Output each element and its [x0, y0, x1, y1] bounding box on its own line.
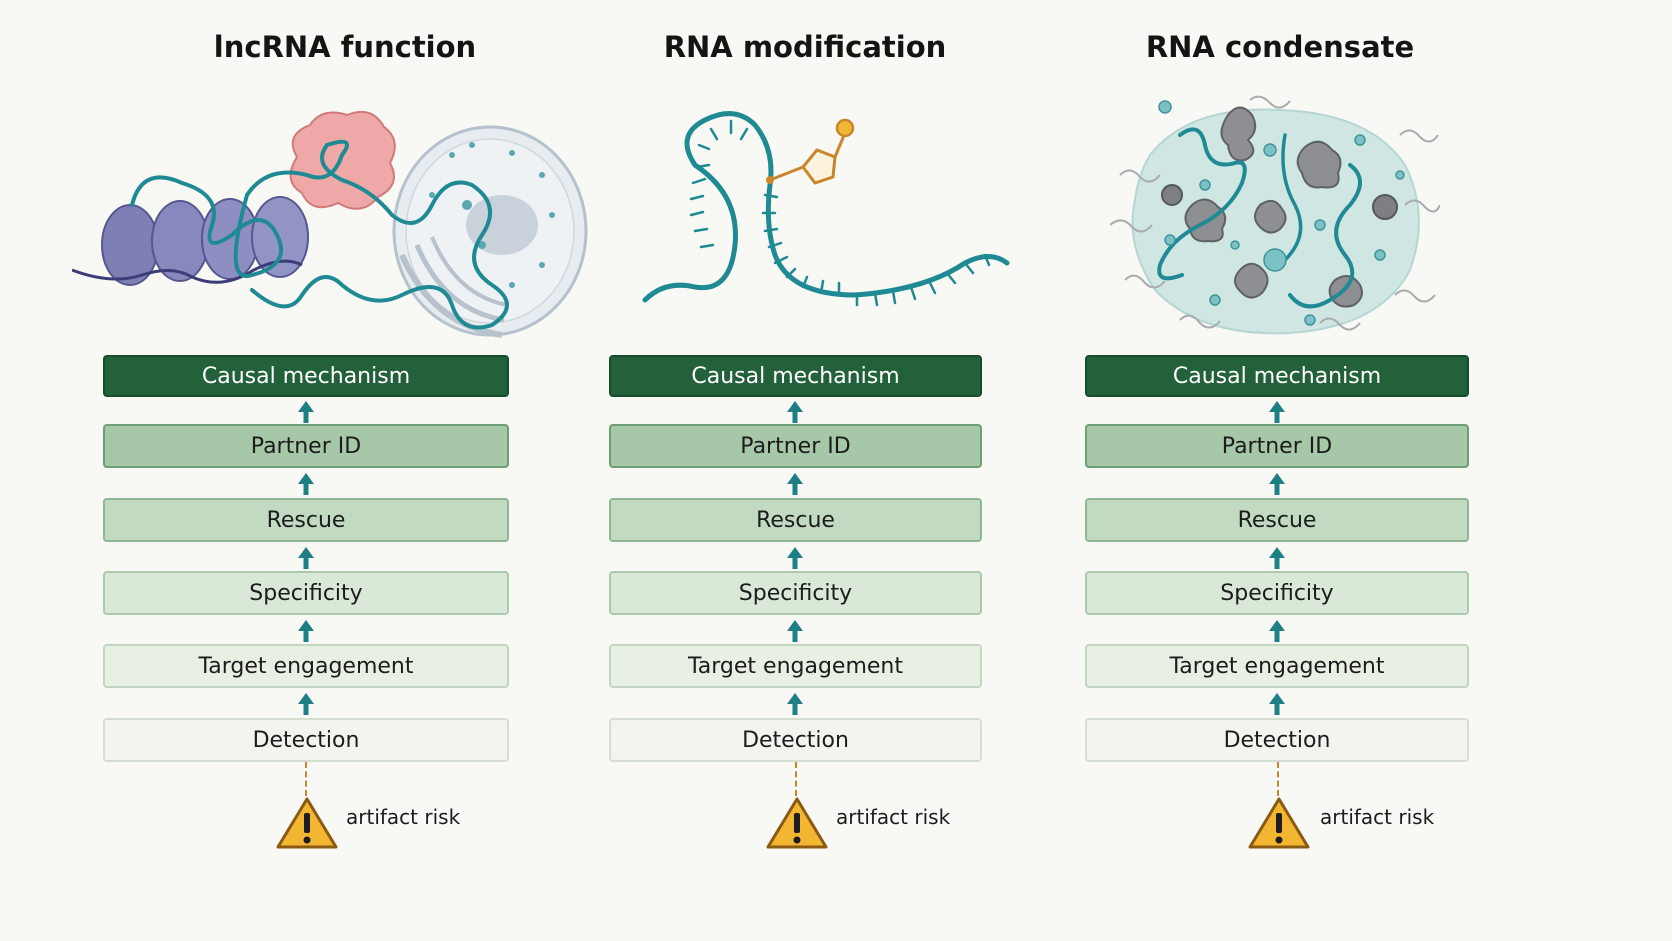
- level-rescue: Rescue: [1085, 498, 1469, 542]
- risk-connector: [305, 762, 307, 796]
- level-specificity: Specificity: [609, 571, 982, 615]
- level-partner-id: Partner ID: [609, 424, 982, 468]
- arrow-up-icon: [787, 693, 803, 715]
- arrow-up-icon: [298, 693, 314, 715]
- warning-triangle-icon: [1248, 797, 1310, 849]
- column-title: RNA condensate: [1145, 30, 1415, 64]
- warning-triangle-icon: [766, 797, 828, 849]
- column-title: RNA modification: [663, 30, 947, 64]
- artifact-risk-label: artifact risk: [836, 805, 951, 829]
- level-rescue: Rescue: [103, 498, 509, 542]
- risk-connector: [795, 762, 797, 796]
- level-target-engagement: Target engagement: [1085, 644, 1469, 688]
- arrow-up-icon: [1269, 547, 1285, 569]
- level-detection: Detection: [1085, 718, 1469, 762]
- level-detection: Detection: [609, 718, 982, 762]
- level-target-engagement: Target engagement: [609, 644, 982, 688]
- arrow-up-icon: [1269, 693, 1285, 715]
- risk-connector: [1277, 762, 1279, 796]
- level-causal-mechanism: Causal mechanism: [1085, 355, 1469, 397]
- level-detection: Detection: [103, 718, 509, 762]
- rna-hairpin-modification-icon: [642, 111, 1010, 307]
- arrow-up-icon: [787, 620, 803, 642]
- arrow-up-icon: [298, 620, 314, 642]
- arrow-up-icon: [1269, 401, 1285, 423]
- arrow-up-icon: [298, 401, 314, 423]
- artifact-risk-label: artifact risk: [346, 805, 461, 829]
- arrow-up-icon: [298, 547, 314, 569]
- level-partner-id: Partner ID: [103, 424, 509, 468]
- arrow-up-icon: [787, 473, 803, 495]
- level-partner-id: Partner ID: [1085, 424, 1469, 468]
- artifact-risk-label: artifact risk: [1320, 805, 1435, 829]
- level-specificity: Specificity: [1085, 571, 1469, 615]
- warning-triangle-icon: [276, 797, 338, 849]
- level-rescue: Rescue: [609, 498, 982, 542]
- lncrna-chromatin-protein-nucleus-icon: [72, 111, 588, 338]
- arrow-up-icon: [787, 547, 803, 569]
- rna-condensate-droplet-icon: [1110, 95, 1440, 335]
- level-causal-mechanism: Causal mechanism: [609, 355, 982, 397]
- arrow-up-icon: [298, 473, 314, 495]
- column-title: lncRNA function: [213, 30, 477, 64]
- arrow-up-icon: [1269, 620, 1285, 642]
- level-specificity: Specificity: [103, 571, 509, 615]
- level-target-engagement: Target engagement: [103, 644, 509, 688]
- arrow-up-icon: [787, 401, 803, 423]
- level-causal-mechanism: Causal mechanism: [103, 355, 509, 397]
- arrow-up-icon: [1269, 473, 1285, 495]
